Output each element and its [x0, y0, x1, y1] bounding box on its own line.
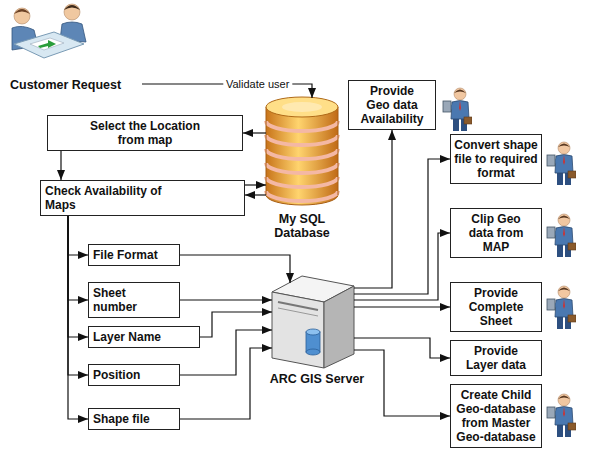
attribute-box: Position	[88, 364, 180, 386]
node-label: File Format	[93, 248, 175, 262]
connector-arrow	[68, 216, 88, 255]
node-label: Select the Location from map	[79, 119, 211, 147]
process-box: Check Availability of Maps	[40, 180, 245, 216]
edge-label: Validate user	[223, 78, 292, 91]
connector-arrow	[354, 350, 450, 416]
process-box: Select the Location from map	[47, 115, 243, 151]
person-icon	[547, 286, 576, 329]
node-label: Provide Geo data Availability	[357, 84, 427, 126]
node-label: ARC GIS Server	[262, 372, 372, 386]
person-icon	[547, 142, 576, 185]
connector-arrow	[245, 194, 266, 195]
attribute-box: Sheet number	[88, 282, 180, 318]
node-label: Convert shape file to required format	[453, 138, 539, 180]
database-node: My SQL Database	[262, 95, 342, 240]
connector-arrow	[354, 233, 450, 300]
server-tower	[272, 276, 354, 368]
output-box: Clip Geo data from MAP	[450, 208, 542, 258]
node-label: Customer Request	[10, 78, 140, 92]
connector-arrow	[354, 130, 392, 288]
connector-arrow	[180, 255, 290, 283]
node-label: Sheet number	[93, 286, 153, 314]
customer-icon	[12, 4, 86, 58]
actor-node: Customer Request	[4, 2, 140, 92]
connector-arrow	[354, 306, 450, 307]
connector-arrow	[354, 338, 450, 358]
person-icon	[547, 214, 576, 257]
connector-arrow	[243, 132, 266, 133]
database-cylinder	[266, 97, 338, 205]
attribute-box: File Format	[88, 244, 180, 266]
node-label: Shape file	[93, 412, 175, 426]
output-box: Provide Complete Sheet	[450, 282, 542, 332]
node-label: Check Availability of Maps	[45, 184, 195, 212]
node-label: Create Child Geo-database from Master Ge…	[453, 388, 539, 444]
person-icon	[443, 88, 472, 131]
node-label: Layer Name	[93, 330, 195, 344]
node-label: Clip Geo data from MAP	[464, 212, 528, 254]
person-icon	[547, 394, 576, 437]
connector-arrow	[68, 216, 88, 419]
connector-arrow	[180, 299, 272, 300]
server-node: ARC GIS Server	[262, 270, 372, 386]
attribute-box: Shape file	[88, 408, 180, 430]
connector-arrow	[245, 184, 266, 185]
connector-arrow	[68, 216, 88, 375]
output-box: Provide Layer data	[450, 340, 542, 376]
node-label: Position	[93, 368, 175, 382]
node-label: My SQL Database	[262, 212, 342, 240]
connector-arrow	[68, 216, 88, 337]
connector-arrow	[60, 151, 61, 180]
output-box: Provide Geo data Availability	[348, 80, 436, 130]
connector-arrow	[354, 159, 450, 294]
output-box: Convert shape file to required format	[450, 134, 542, 184]
node-label: Provide Complete Sheet	[453, 286, 539, 328]
connector-arrow	[68, 216, 88, 300]
connector-arrow	[180, 348, 272, 419]
output-box: Create Child Geo-database from Master Ge…	[450, 384, 542, 448]
node-label: Provide Layer data	[462, 344, 530, 372]
attribute-box: Layer Name	[88, 326, 200, 348]
